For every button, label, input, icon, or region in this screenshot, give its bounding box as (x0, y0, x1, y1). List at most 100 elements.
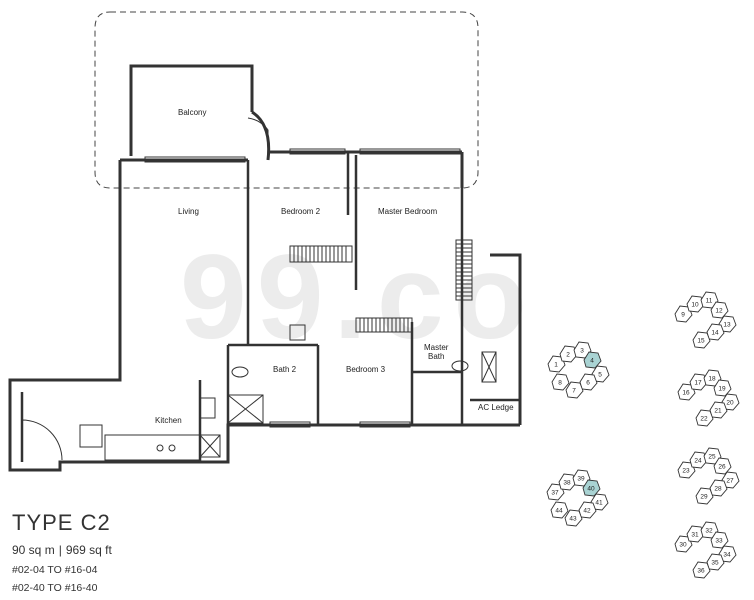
keyplan-unit (551, 373, 570, 391)
unit-area: 90 sq m|969 sq ft (12, 543, 112, 557)
keyplan-unit (550, 501, 569, 519)
keyplan-unit-number: 21 (714, 408, 722, 415)
keyplan-unit-number: 43 (569, 516, 577, 523)
label-ac-ledge: AC Ledge (478, 403, 514, 412)
label-master-bath-2: Bath (428, 352, 444, 361)
label-balcony: Balcony (178, 108, 206, 117)
keyplan-unit (695, 487, 714, 505)
keyplan-unit-number: 23 (682, 468, 690, 475)
keyplan-unit-number: 10 (691, 302, 699, 309)
keyplan-unit-number: 11 (706, 298, 713, 305)
wardrobes (289, 239, 473, 333)
keyplan-unit (564, 509, 583, 527)
keyplan-unit (710, 531, 729, 549)
label-bedroom-3: Bedroom 3 (346, 365, 386, 374)
keyplan-unit-number: 15 (697, 338, 705, 345)
interior-walls (20, 152, 520, 462)
keyplan-unit-number: 25 (708, 454, 716, 461)
label-kitchen: Kitchen (155, 416, 182, 425)
keyplan-unit-number: 19 (718, 386, 726, 393)
keyplan-unit-number: 27 (726, 478, 734, 485)
unit-range-1: #02-04 TO #16-04 (12, 564, 98, 576)
outer-walls (8, 150, 522, 472)
keyplan-unit-number: 9 (681, 312, 685, 319)
keyplan-unit-number: 42 (583, 508, 591, 515)
keyplan-unit (692, 561, 711, 579)
keyplan-unit-number: 13 (723, 322, 731, 329)
keyplan-unit-number: 3 (580, 348, 584, 355)
label-bedroom-2: Bedroom 2 (281, 207, 321, 216)
keyplan-unit (703, 369, 722, 387)
fixtures (79, 324, 497, 461)
keyplan-unit (572, 469, 591, 487)
keyplan-unit (695, 409, 714, 427)
keyplan-unit-number: 33 (715, 538, 723, 545)
keyplan-unit (692, 331, 711, 349)
keyplan-unit (713, 379, 732, 397)
keyplan-unit (710, 301, 729, 319)
keyplan-unit-number: 35 (711, 560, 719, 567)
keyplan-unit-number: 4 (590, 358, 594, 365)
keyplan-unit-number: 24 (694, 458, 702, 465)
balcony-overhang-outline (94, 11, 479, 189)
label-bath-2: Bath 2 (273, 365, 297, 374)
keyplan-unit (677, 383, 696, 401)
keyplan-unit-number: 38 (563, 480, 571, 487)
keyplan-unit-number: 7 (572, 388, 576, 395)
keyplan-unit-number: 36 (697, 568, 705, 575)
key-plans: 1234567891011121314151617181920212223242… (546, 291, 740, 579)
keyplan-unit (713, 457, 732, 475)
area-sqm: 90 sq m (12, 543, 55, 557)
unit-type-title: TYPE C2 (12, 510, 111, 535)
keyplan-unit-number: 29 (700, 494, 708, 501)
keyplan-unit-number: 18 (708, 376, 716, 383)
label-master-bath-1: Master (424, 343, 449, 352)
label-master-bedroom: Master Bedroom (378, 207, 437, 216)
keyplan-unit-number: 40 (587, 486, 595, 493)
keyplan-unit-number: 8 (558, 380, 562, 387)
keyplan-unit (583, 351, 602, 369)
keyplan-unit (547, 355, 566, 373)
keyplan-unit-number: 20 (726, 400, 734, 407)
keyplan-unit-number: 16 (682, 390, 690, 397)
keyplan-unit-number: 44 (555, 508, 563, 515)
keyplan-unit (582, 479, 601, 497)
keyplan-unit-number: 41 (595, 500, 603, 507)
keyplan-unit-number: 17 (694, 380, 702, 387)
keyplan-block-a: 1 2 345 6 7 8 (547, 341, 610, 399)
keyplan-unit-number: 26 (718, 464, 726, 471)
keyplan-unit (573, 341, 592, 359)
keyplan-unit-number: 32 (705, 528, 713, 535)
keyplan-unit (703, 447, 722, 465)
keyplan-unit (677, 461, 696, 479)
keyplan-unit-number: 14 (711, 330, 719, 337)
keyplan-unit-number: 2 (566, 352, 570, 359)
doors (21, 117, 269, 461)
keyplan-unit (565, 381, 584, 399)
keyplan-unit-number: 6 (586, 380, 590, 387)
keyplan-unit-number: 39 (577, 476, 585, 483)
keyplan-unit (700, 521, 719, 539)
area-separator: | (58, 543, 62, 557)
label-living: Living (178, 207, 199, 216)
keyplan-unit-number: 12 (715, 308, 723, 315)
keyplan-unit (674, 535, 693, 553)
keyplan-unit-number: 1 (554, 362, 558, 369)
keyplan-unit (546, 483, 565, 501)
keyplan-unit (674, 305, 693, 323)
unit-range-2: #02-40 TO #16-40 (12, 582, 98, 594)
keyplan-unit-number: 37 (551, 490, 559, 497)
keyplan-unit-number: 5 (598, 372, 602, 379)
keyplan-unit-number: 30 (679, 542, 687, 549)
keyplan-unit-number: 22 (700, 416, 708, 423)
keyplan-unit (700, 291, 719, 309)
keyplan-unit-number: 31 (691, 532, 699, 539)
keyplan-unit-number: 34 (723, 552, 731, 559)
keyplan-unit-number: 28 (714, 486, 722, 493)
